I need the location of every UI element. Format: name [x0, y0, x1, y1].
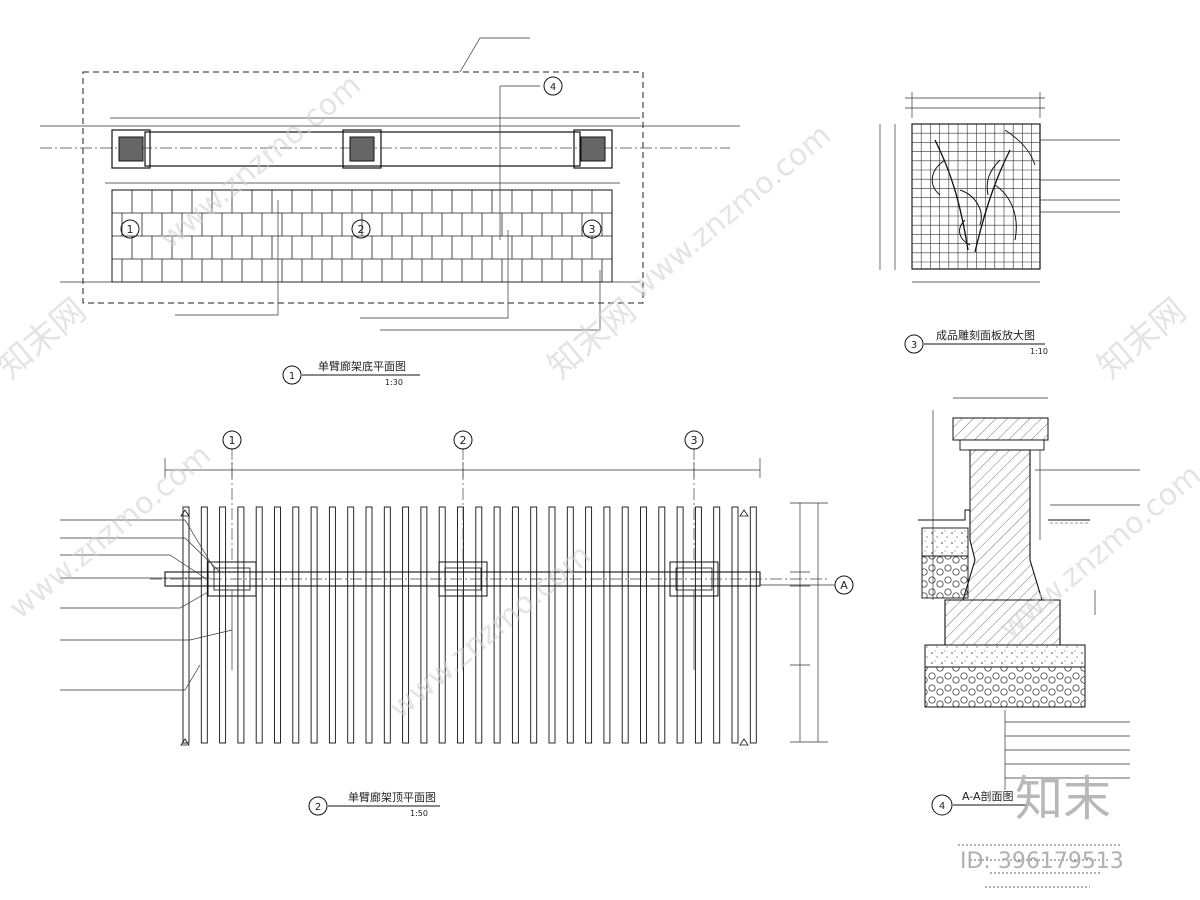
watermark-url-1: www.znzmo.com [153, 68, 368, 257]
roof-slat [566, 506, 574, 744]
roof-slat [365, 506, 373, 744]
roof-slat [274, 506, 281, 744]
panel-detail-drawing: 3 成品雕刻面板放大图 1:10 [879, 92, 1120, 356]
post-plan-2 [342, 129, 382, 169]
detail-marker-label: 4 [550, 82, 556, 93]
top-plan-title-block: 2 单臂廊架顶平面图 1:50 [308, 790, 440, 818]
floor-plan-dashed-boundary [82, 71, 644, 304]
roof-slat [255, 506, 263, 744]
floor-plan-title: 单臂廊架底平面图 [318, 359, 406, 373]
grid-bubble-1-top: 1 [222, 430, 242, 450]
roof-slat [676, 506, 684, 744]
svg-text:2: 2 [460, 434, 467, 447]
floor-plan-title-block: 1 单臂廊架底平面图 1:30 [282, 359, 420, 387]
svg-text:2: 2 [358, 223, 365, 236]
roof-slat [713, 506, 721, 744]
panel-detail-title: 成品雕刻面板放大图 [936, 328, 1035, 342]
roof-slat [640, 506, 647, 744]
roof-slat [310, 506, 318, 744]
roof-slat [420, 506, 428, 744]
watermark-url-2: www.znzmo.com [623, 118, 838, 307]
floor-plan-number: 1 [289, 371, 295, 382]
watermark-url-3: www.znzmo.com [383, 538, 598, 727]
roof-slat [383, 506, 391, 744]
grid-bubble-2-top: 2 [453, 430, 473, 450]
roof-slat [328, 506, 336, 744]
section-number: 4 [939, 801, 945, 812]
svg-text:3: 3 [589, 223, 596, 236]
roof-slat [457, 506, 464, 744]
watermark-logo: 知末 [1015, 771, 1111, 827]
roof-slat [475, 506, 483, 744]
roof-slat [182, 506, 190, 744]
floor-plan-scale: 1:30 [385, 378, 403, 387]
bracket-3 [669, 561, 719, 670]
section-title: A-A剖面图 [962, 789, 1014, 803]
post-plan-3 [573, 129, 613, 169]
floor-plan-drawing: 4 1 2 3 1 单臂廊架底平面图 1:30 [40, 37, 740, 387]
svg-text:1: 1 [229, 434, 236, 447]
bracket-1 [207, 561, 257, 670]
roof-slat [200, 506, 208, 744]
roof-slat [237, 506, 245, 744]
top-plan-scale: 1:50 [410, 809, 428, 818]
watermark-brand-2: 知末网 [540, 291, 644, 387]
roof-slat [493, 506, 501, 744]
post-plan-1 [111, 129, 151, 169]
panel-mesh [911, 123, 1040, 269]
grid-bubble-1-plan: 1 [120, 219, 140, 239]
svg-text:3: 3 [691, 434, 698, 447]
roof-slat [347, 506, 355, 744]
roof-slat [658, 506, 666, 744]
watermark-brand-1: 知末网 [0, 291, 94, 387]
top-plan-drawing: 1 2 3 A [60, 430, 854, 818]
roof-slat [219, 506, 227, 744]
roof-slat [749, 506, 757, 744]
roof-slat [402, 506, 410, 744]
grid-bubble-3-plan: 3 [582, 219, 602, 239]
svg-text:1: 1 [127, 223, 134, 236]
section-aa-drawing: 4 A-A剖面图 [918, 397, 1140, 888]
top-plan-number: 2 [315, 802, 321, 813]
carved-plant-motif [931, 129, 1036, 253]
roof-slat [438, 506, 446, 744]
roof-slat [511, 506, 519, 744]
roof-slat [621, 506, 629, 744]
top-plan-title: 单臂廊架顶平面图 [348, 790, 436, 804]
roof-slat [585, 506, 593, 744]
bracket-2 [438, 561, 488, 670]
panel-detail-scale: 1:10 [1030, 347, 1048, 356]
panel-detail-number: 3 [911, 340, 917, 351]
roof-slat [731, 506, 739, 744]
section-title-block: 4 A-A剖面图 [931, 789, 1030, 816]
section-marker-a: A [760, 575, 854, 595]
grid-bubble-2-plan: 2 [351, 219, 371, 239]
svg-text:A: A [840, 579, 848, 592]
panel-detail-title-block: 3 成品雕刻面板放大图 1:10 [904, 328, 1048, 356]
roof-slat [694, 506, 702, 744]
roof-slat [292, 506, 300, 744]
grid-bubble-3-top: 3 [684, 430, 704, 450]
watermark-id: ID: 396179513 [960, 849, 1124, 874]
watermark-brand-3: 知末网 [1090, 291, 1194, 387]
roof-slat [548, 506, 556, 744]
roof-slat [603, 506, 611, 744]
roof-slat [530, 506, 538, 744]
roof-slats [182, 506, 757, 744]
